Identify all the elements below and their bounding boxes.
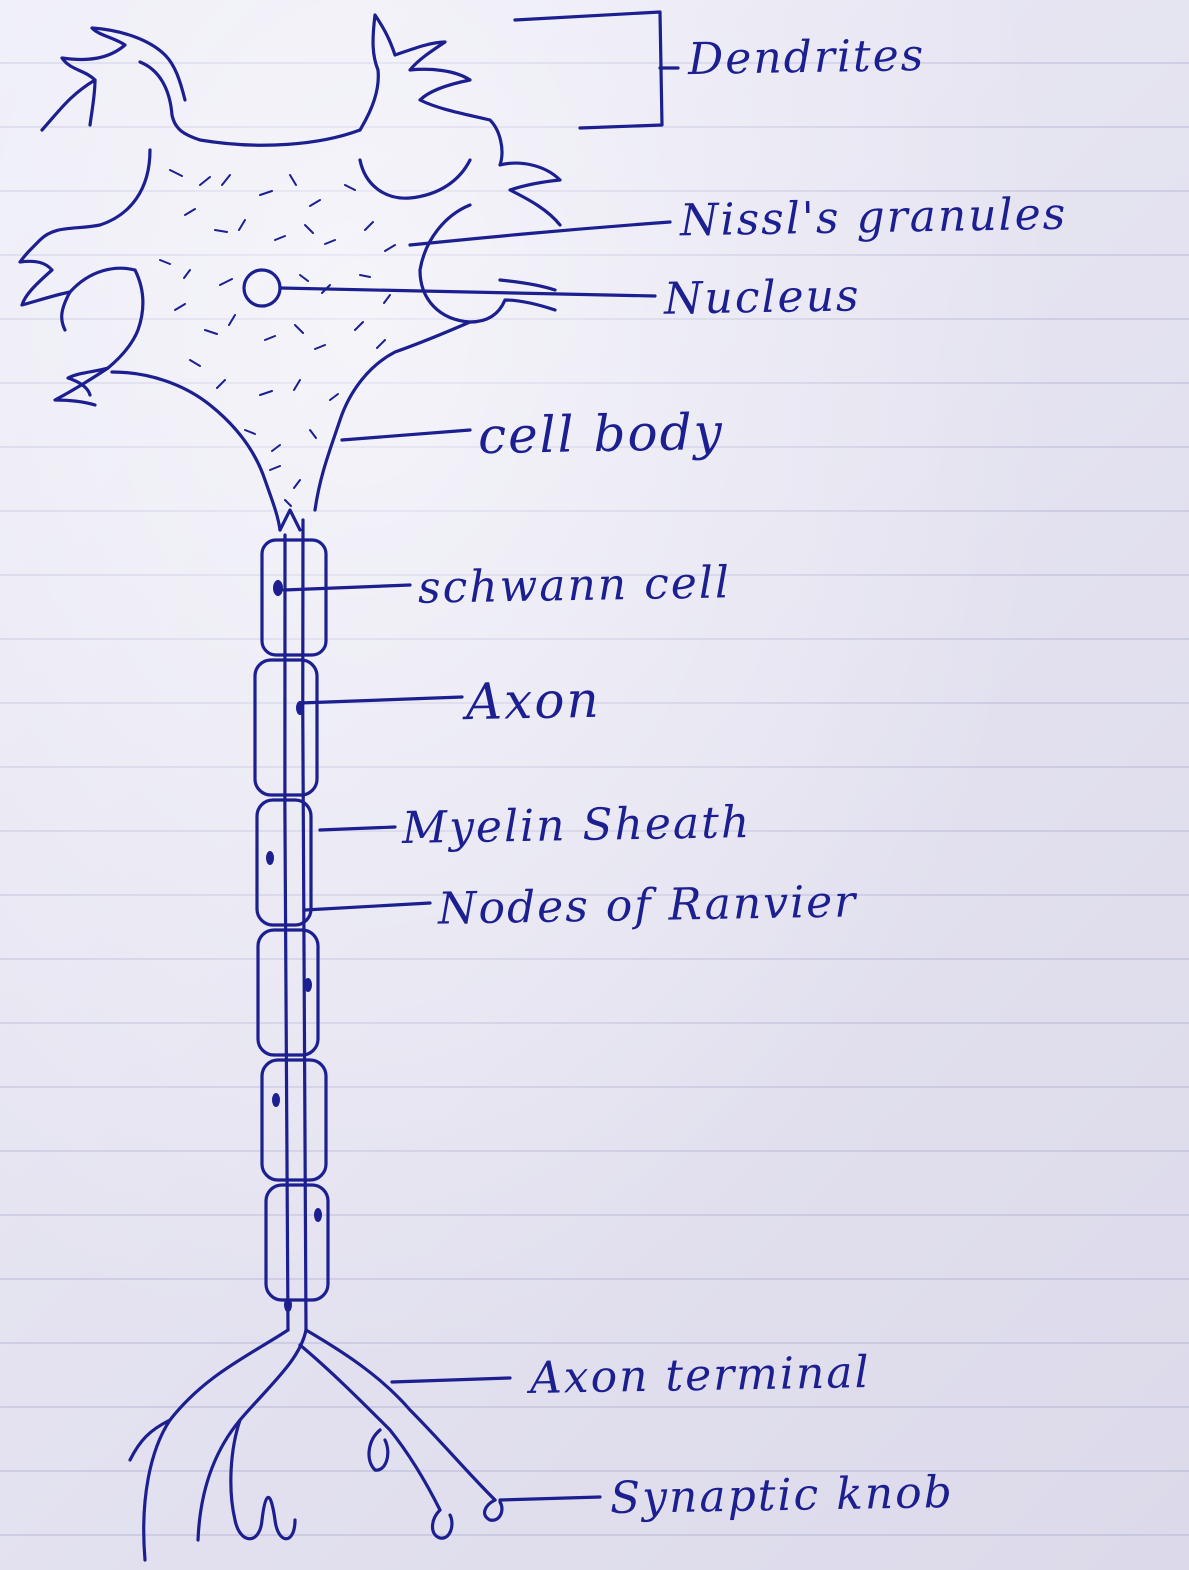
leader-cell-body [342,430,470,440]
leader-axon-terminal [392,1378,510,1382]
leader-synaptic-knob [500,1497,600,1500]
leader-nissl [410,222,670,245]
nissl-granules [160,170,395,506]
nucleus-circle [244,270,280,306]
label-synaptic-knob: Synaptic knob [610,1467,955,1524]
label-axon-terminal: Axon terminal [530,1347,871,1404]
label-axon: Axon [466,671,602,731]
myelin-sheath-segments [255,540,328,1300]
label-nodes-of-ranvier: Nodes of Ranvier [438,876,858,934]
label-nucleus: Nucleus [664,270,861,324]
dendrite-bracket [515,12,678,128]
leader-myelin [320,827,395,830]
leader-ranvier [305,903,430,910]
label-cell-body: cell body [478,403,725,465]
label-myelin-sheath: Myelin Sheath [402,797,752,854]
leader-nucleus [280,288,655,296]
schwann-cell-nuclei [266,580,322,1312]
label-schwann-cell: schwann cell [418,557,732,613]
leader-axon [300,697,462,703]
label-nissls-granules: Nissl's granules [680,189,1068,247]
label-dendrites: Dendrites [688,30,926,85]
axon-terminal-branches [130,1330,502,1560]
